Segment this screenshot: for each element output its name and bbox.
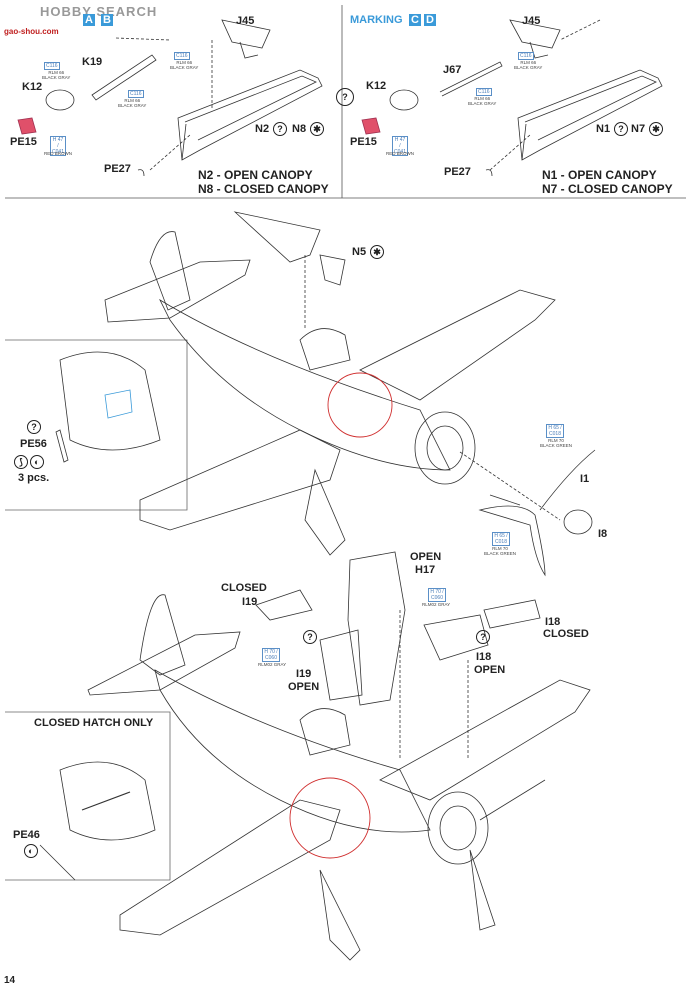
marking-letter-c: C: [409, 14, 421, 26]
canopy-closed-note: N7 - CLOSED CANOPY: [542, 182, 673, 196]
part-i8: I8: [598, 528, 608, 540]
question-icon: ?: [614, 122, 628, 136]
part-i18: I18: [545, 616, 561, 628]
cement-icon: ✱: [310, 122, 324, 136]
marking-letter-b: B: [101, 14, 113, 26]
paint-code: C116: [174, 52, 190, 60]
hatch-detail-title: CLOSED HATCH ONLY: [34, 717, 154, 729]
paint-desc: RLM02 GRAY: [422, 602, 451, 607]
hatch-closed-label: CLOSED: [543, 628, 589, 640]
paint-code: C116: [44, 62, 60, 70]
cement-icon: ✱: [649, 122, 663, 136]
question-icon: ?: [336, 88, 354, 106]
canopy-note-n2: N7: [631, 123, 646, 135]
part-i19-open: I19: [296, 668, 312, 680]
paint-icon: ◐: [24, 844, 38, 858]
canopy-note-n2: N8: [292, 123, 307, 135]
marking-title: MARKING: [350, 14, 403, 26]
part-n5: N5: [352, 246, 367, 258]
watermark-brand: HOBBY SEARCH: [40, 4, 158, 19]
part-i18: I18: [476, 651, 492, 663]
part-pe27: PE27: [104, 163, 131, 175]
pieces-count: 3 pcs.: [18, 472, 50, 484]
part-i19: I19: [242, 596, 258, 608]
marking-letter-a: A: [83, 14, 95, 26]
paint-code: C116: [476, 88, 492, 96]
canopy-closed-note: N8 - CLOSED CANOPY: [198, 182, 329, 196]
cement-icon: ✱: [370, 245, 384, 259]
question-icon: ?: [476, 630, 490, 644]
glue-icon: ⟆: [14, 455, 28, 469]
paint-icon: ◐: [30, 455, 44, 469]
paint-code: H 47 / C041: [50, 136, 66, 156]
paint-desc: RED BROWN: [44, 151, 72, 156]
question-icon: ?: [27, 420, 41, 434]
part-j67: J67: [443, 64, 462, 76]
hatch-open-label: OPEN: [474, 664, 506, 676]
paint-desc: RLM02 GRAY: [258, 662, 287, 667]
paint-code: H 70 / C060: [428, 588, 446, 602]
part-pe27: PE27: [444, 166, 471, 178]
canopy-open-note: N1 - OPEN CANOPY: [542, 168, 657, 182]
canopy-open-note: N2 - OPEN CANOPY: [198, 168, 313, 182]
marking-letter-d: D: [424, 14, 436, 26]
part-pe15: PE15: [10, 136, 37, 148]
paint-code: H 65 / C018: [546, 424, 564, 438]
paint-code: C116: [518, 52, 534, 60]
paint-code: H 65 / C018: [492, 532, 510, 546]
part-j45: J45: [522, 15, 541, 27]
question-icon: ?: [273, 122, 287, 136]
watermark-site: gao-shou.com: [4, 27, 59, 36]
paint-desc: RED BROWN: [386, 151, 414, 156]
part-k12: K12: [22, 81, 43, 93]
part-k19: K19: [82, 56, 103, 68]
hatch-open-label: OPEN: [410, 551, 442, 563]
canopy-note-n: N1: [596, 123, 611, 135]
question-icon: ?: [303, 630, 317, 644]
paint-code: C116: [128, 90, 144, 98]
part-j45: J45: [236, 15, 255, 27]
part-k12: K12: [366, 80, 387, 92]
canopy-note-n: N2: [255, 123, 270, 135]
paint-code: H 70 / C060: [262, 648, 280, 662]
hatch-open-label: OPEN: [288, 681, 320, 693]
part-i1: I1: [580, 473, 590, 485]
part-h17: H17: [415, 564, 436, 576]
paint-code: H 47 / C041: [392, 136, 408, 156]
page-number: 14: [4, 975, 16, 986]
part-pe56: PE56: [20, 438, 47, 450]
part-pe15: PE15: [350, 136, 377, 148]
part-pe46: PE46: [13, 829, 40, 841]
hatch-closed-label: CLOSED: [221, 582, 267, 594]
